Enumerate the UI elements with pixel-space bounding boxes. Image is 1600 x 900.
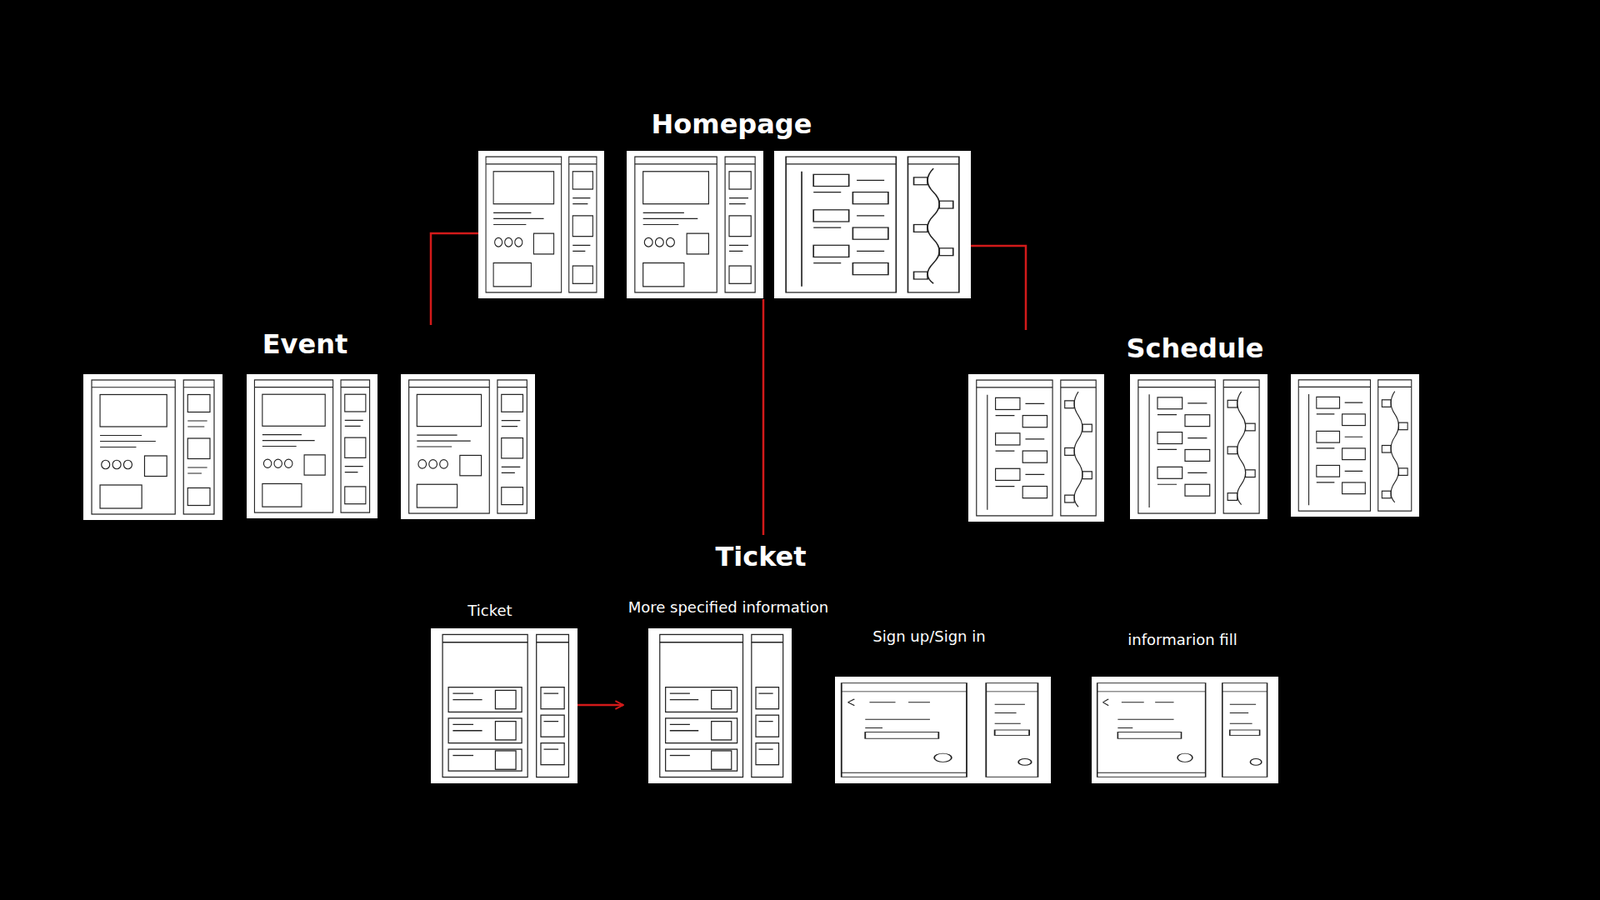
section-heading: Schedule bbox=[1126, 331, 1265, 365]
connector-line bbox=[762, 299, 765, 535]
wireframe-sketch bbox=[478, 150, 605, 299]
wireframe-card: More specified information bbox=[624, 595, 833, 785]
section-group: TicketTicketMore specified informationSi… bbox=[430, 535, 1279, 785]
wireframe-sketch bbox=[430, 628, 578, 784]
wireframe-card: Ticket bbox=[430, 599, 578, 785]
section-group: Event bbox=[83, 325, 535, 521]
wireframe-sketch bbox=[83, 374, 223, 520]
card-caption: Sign up/Sign in bbox=[872, 626, 985, 647]
section-group: Homepage bbox=[478, 104, 971, 300]
section-group: Schedule bbox=[968, 330, 1420, 523]
section-heading: Ticket bbox=[715, 540, 806, 574]
wireframe-sketch bbox=[400, 374, 535, 520]
wireframe-sketch bbox=[1130, 374, 1268, 520]
wireframe-sketch bbox=[1290, 374, 1420, 517]
connector-line bbox=[970, 245, 1026, 330]
section-heading: Homepage bbox=[651, 107, 813, 141]
wireframe-sketch bbox=[246, 374, 378, 519]
wireframe-sketch bbox=[968, 374, 1105, 522]
wireframe-sketch bbox=[774, 150, 971, 299]
section-heading: Event bbox=[262, 327, 349, 361]
card-caption: More specified information bbox=[628, 597, 830, 618]
wireframe-card: Sign up/Sign in bbox=[835, 625, 1051, 785]
wireframe-card: informarion fill bbox=[1091, 628, 1279, 785]
wireframe-sketch bbox=[835, 676, 1051, 784]
connector-line bbox=[430, 233, 479, 325]
card-caption: Ticket bbox=[467, 600, 512, 621]
wireframe-sketch bbox=[626, 150, 764, 299]
wireframe-sketch bbox=[1091, 676, 1279, 784]
wireframe-sketch bbox=[648, 628, 792, 784]
card-caption: informarion fill bbox=[1127, 630, 1237, 650]
connector-line bbox=[577, 704, 624, 707]
